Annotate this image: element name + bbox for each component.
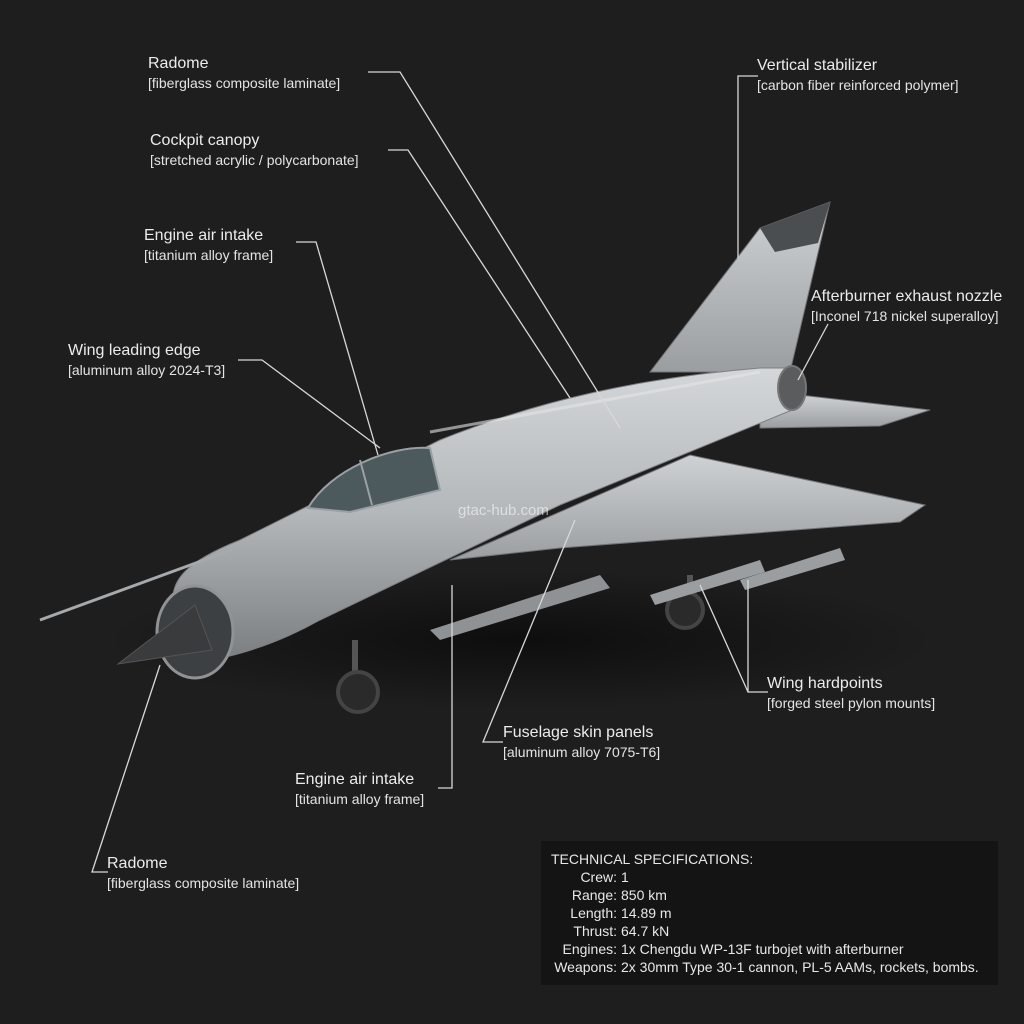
callout-material: [titanium alloy frame]: [295, 791, 425, 807]
callout-intake-top: Engine air intake [titanium alloy frame]: [144, 226, 273, 264]
watermark: gtac-hub.com: [458, 502, 549, 519]
leader-stabilizer: [737, 75, 758, 258]
callout-title: Wing leading edge: [68, 342, 201, 359]
callout-title: Wing hardpoints: [767, 675, 883, 692]
leader-intake-top: [296, 241, 379, 456]
specifications-panel: TECHNICAL SPECIFICATIONS: Crew:1 Range:8…: [541, 841, 998, 985]
leader-canopy: [388, 149, 571, 399]
callout-radome-top: Radome [fiberglass composite laminate]: [148, 54, 340, 92]
spec-key: Weapons:: [554, 959, 617, 975]
callout-canopy: Cockpit canopy [stretched acrylic / poly…: [150, 131, 359, 169]
specifications-title: TECHNICAL SPECIFICATIONS:: [551, 851, 754, 867]
spec-key: Length:: [570, 905, 617, 921]
callout-radome-bottom: Radome [fiberglass composite laminate]: [107, 854, 299, 892]
leader-fuselage: [482, 519, 576, 743]
leader-radome-bottom: [91, 664, 161, 873]
pitot-probe: [39, 543, 246, 622]
callout-title: Radome: [148, 55, 209, 72]
spec-key: Thrust:: [573, 923, 617, 939]
underwing-stores: [430, 548, 845, 640]
callout-afterburner-nozzle: Afterburner exhaust nozzle [Inconel 718 …: [811, 287, 1002, 325]
leader-nozzle: [797, 323, 829, 381]
spec-value: 1: [621, 869, 629, 885]
callout-fuselage-skin: Fuselage skin panels [aluminum alloy 707…: [503, 723, 660, 761]
spec-row: Weapons:2x 30mm Type 30-1 cannon, PL-5 A…: [551, 958, 988, 976]
callout-material: [aluminum alloy 7075-T6]: [503, 744, 661, 760]
spec-value: 14.89 m: [621, 905, 672, 921]
dorsal-spine: [429, 370, 761, 434]
callout-title: Radome: [107, 855, 168, 872]
callout-material: [carbon fiber reinforced polymer]: [757, 77, 959, 93]
callout-material: [stretched acrylic / polycarbonate]: [150, 152, 359, 168]
callout-material: [Inconel 718 nickel superalloy]: [811, 308, 999, 324]
spec-value: 850 km: [621, 887, 667, 903]
callout-title: Engine air intake: [144, 227, 264, 244]
fuselage: [172, 367, 804, 662]
callout-title: Cockpit canopy: [150, 132, 260, 149]
callout-wing-hardpoints: Wing hardpoints [forged steel pylon moun…: [767, 674, 935, 712]
leader-wing-edge: [238, 359, 381, 449]
callout-title: Vertical stabilizer: [757, 57, 878, 74]
spec-key: Engines:: [562, 941, 617, 957]
callout-intake-bottom: Engine air intake [titanium alloy frame]: [295, 770, 424, 808]
nose-cone: [116, 604, 213, 665]
callout-title: Afterburner exhaust nozzle: [811, 288, 1003, 305]
spec-row: Engines:1x Chengdu WP-13F turbojet with …: [551, 940, 988, 958]
callout-title: Engine air intake: [295, 771, 415, 788]
callout-vertical-stabilizer: Vertical stabilizer [carbon fiber reinfo…: [757, 56, 959, 94]
spec-row: Length:14.89 m: [551, 904, 988, 922]
leader-intake-bottom: [438, 585, 453, 789]
spec-key: Range:: [571, 887, 617, 903]
cockpit-canopy: [306, 446, 442, 514]
spec-row: Range:850 km: [551, 886, 988, 904]
leader-radome-top: [368, 71, 621, 429]
callout-material: [fiberglass composite laminate]: [148, 75, 341, 91]
callout-title: Fuselage skin panels: [503, 724, 654, 741]
landing-gear: [336, 575, 705, 714]
leader-lines: [91, 71, 829, 873]
spec-row: Thrust:64.7 kN: [551, 922, 988, 940]
spec-value: 64.7 kN: [621, 923, 670, 939]
leader-hardpoints: [699, 580, 768, 693]
callout-wing-leading-edge: Wing leading edge [aluminum alloy 2024-T…: [68, 341, 225, 379]
callout-material: [aluminum alloy 2024-T3]: [68, 362, 226, 378]
spec-value: 1x Chengdu WP-13F turbojet with afterbur…: [621, 941, 904, 957]
spec-row: Crew:1: [551, 868, 988, 886]
callout-material: [forged steel pylon mounts]: [767, 695, 936, 711]
callout-material: [titanium alloy frame]: [144, 247, 274, 263]
spec-value: 2x 30mm Type 30-1 cannon, PL-5 AAMs, roc…: [621, 959, 979, 975]
stabilizer-tip: [760, 202, 830, 252]
spec-key: Crew:: [580, 869, 617, 885]
callout-material: [fiberglass composite laminate]: [107, 875, 300, 891]
